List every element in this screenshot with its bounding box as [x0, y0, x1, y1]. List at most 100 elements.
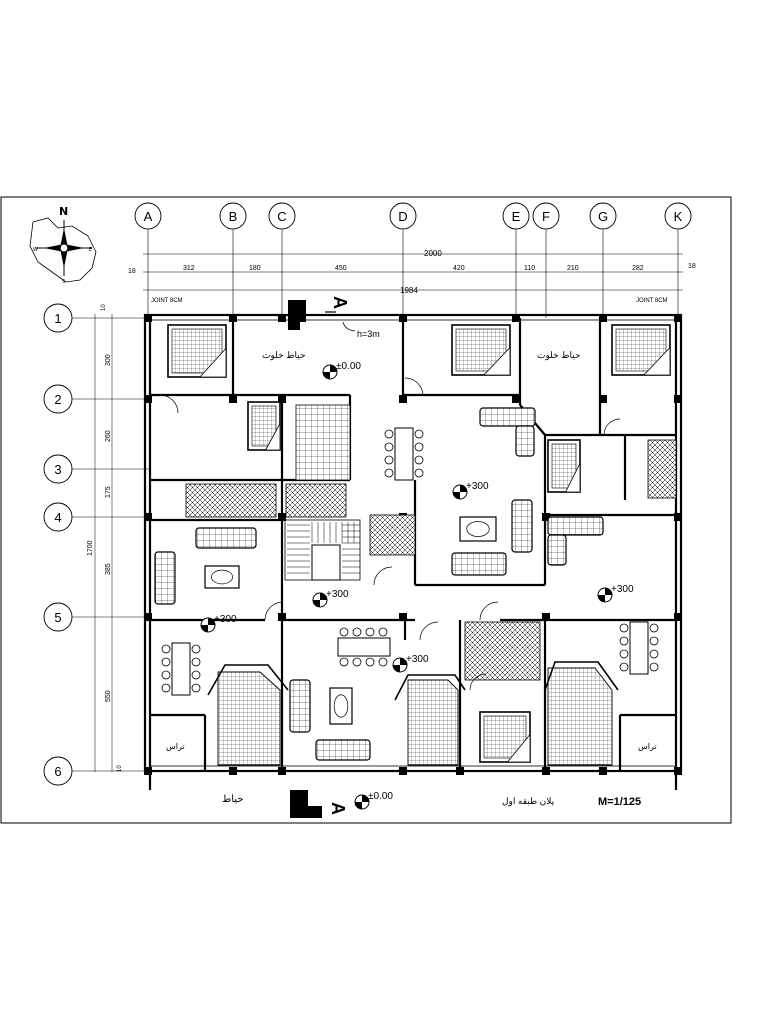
left-dimensions: 1700 10 10 300 260 175 385 550: [87, 304, 123, 772]
svg-text:+300: +300: [611, 584, 634, 595]
svg-text:+300: +300: [466, 481, 489, 492]
svg-text:±0.00: ±0.00: [336, 361, 361, 372]
sofa: [511, 499, 533, 553]
grid-bubble-row: [43, 602, 73, 632]
svg-text:S: S: [62, 279, 65, 285]
dim-edge-top: 10: [101, 304, 107, 311]
grid-bubble-row: [43, 502, 73, 532]
section-mark-top: A: [288, 296, 350, 330]
sofa: [515, 425, 535, 457]
svg-text:+300: +300: [406, 654, 429, 665]
level-marker: ±0.00: [322, 361, 361, 380]
svg-text:E: E: [89, 247, 92, 253]
dim-edge-bottom: 10: [117, 765, 123, 772]
scale-label: M=1/125: [598, 796, 641, 808]
sofa: [289, 679, 311, 733]
coffee-table: [459, 516, 497, 542]
section-letter-top: A: [330, 296, 350, 309]
dim-row-1: 300: [105, 354, 112, 366]
grid-row-label: 4: [54, 510, 61, 525]
bed: [547, 439, 581, 493]
dim-seg-4: 420: [453, 265, 465, 272]
sofa: [315, 739, 371, 761]
dim-seg-3: 450: [335, 265, 347, 272]
svg-text:W: W: [33, 247, 38, 253]
dim-row-3: 175: [105, 486, 112, 498]
dim-seg-5: 110: [524, 265, 535, 272]
north-label: N: [59, 205, 68, 218]
grid-col-label: B: [229, 209, 238, 224]
grid-row-label: 1: [54, 311, 61, 326]
dim-row-4: 385: [105, 563, 112, 575]
dining-table: [337, 627, 391, 667]
sofa: [547, 516, 604, 536]
grid-bubble-col: [389, 202, 417, 230]
bed: [167, 324, 227, 378]
sofa-sets: [154, 407, 604, 761]
bed: [247, 401, 281, 451]
level-marker: ±0.00: [354, 791, 393, 810]
dining-table: [619, 621, 659, 675]
room-labels: h=3m حیاط خلوت حیاط خلوت تراس تراس حیاط …: [166, 321, 657, 808]
svg-text:±0.00: ±0.00: [368, 791, 393, 802]
yard-label: حیاط: [222, 794, 244, 805]
grid-bubble-col: [134, 202, 162, 230]
dim-inner-width: 1984: [400, 286, 418, 295]
yard-private-label-2: حیاط خلوت: [537, 350, 581, 361]
grid-col-label: C: [277, 209, 286, 224]
bed: [479, 711, 531, 763]
dining-table: [384, 427, 424, 481]
stair-core: [284, 404, 416, 581]
grid-bubble-row: [43, 384, 73, 414]
section-mark-bottom: A: [290, 790, 348, 818]
sofa: [154, 551, 176, 605]
grid-col-label: A: [144, 209, 153, 224]
bed: [451, 324, 511, 376]
sofa: [479, 407, 536, 427]
grid-bubble-col: [589, 202, 617, 230]
dim-seg-1: 312: [183, 265, 195, 272]
height-note: h=3m: [357, 329, 380, 339]
north-arrow: N W E S: [29, 205, 97, 285]
grid-bubble-row: [43, 756, 73, 786]
level-marker: +300: [452, 481, 489, 500]
coffee-table: [329, 687, 353, 725]
grid-col-label: G: [598, 209, 608, 224]
sheet-frame: [0, 196, 732, 824]
grid-bubble-row: [43, 303, 73, 333]
sofa: [195, 527, 257, 549]
svg-text:+300: +300: [326, 589, 349, 600]
tiled-light-wells: [207, 661, 619, 766]
level-marker: +300: [200, 614, 237, 633]
level-marker: +300: [597, 584, 634, 603]
dim-seg-6: 210: [567, 265, 579, 272]
bedroom-furniture: [167, 324, 671, 763]
grid-bubble-col: [532, 202, 560, 230]
grid-bubble-col: [664, 202, 692, 230]
svg-text:+300: +300: [214, 614, 237, 625]
yard-private-label-1: حیاط خلوت: [262, 350, 306, 361]
grid-row-label: 2: [54, 392, 61, 407]
dim-seg-7: 282: [632, 265, 644, 272]
level-markers: ±0.00 +300 +300 +300 +300 +300 ±0.00: [200, 361, 634, 810]
terrace-label-right: تراس: [638, 742, 657, 751]
bathrooms: [185, 439, 677, 681]
grid-col-label: K: [674, 209, 683, 224]
dim-edge-right: 18: [688, 263, 696, 270]
grid-bubble-row: [43, 454, 73, 484]
sofa: [451, 552, 507, 576]
floor-plan-title: پلان طبقه اول: [502, 796, 555, 807]
joint-right: JOINT 8CM: [636, 298, 668, 304]
grid-row-label: 3: [54, 462, 61, 477]
dim-edge-left: 18: [128, 268, 136, 275]
dim-seg-2: 180: [249, 265, 261, 272]
doors: [159, 377, 621, 691]
joint-left: JOINT 8CM: [151, 298, 183, 304]
section-letter-bottom: A: [328, 802, 348, 815]
dining-table: [161, 642, 201, 696]
level-marker: +300: [392, 654, 429, 673]
top-dimensions: 2000 18 18 312 180 450 420 110 210 282 1…: [128, 249, 696, 304]
bed: [611, 324, 671, 376]
